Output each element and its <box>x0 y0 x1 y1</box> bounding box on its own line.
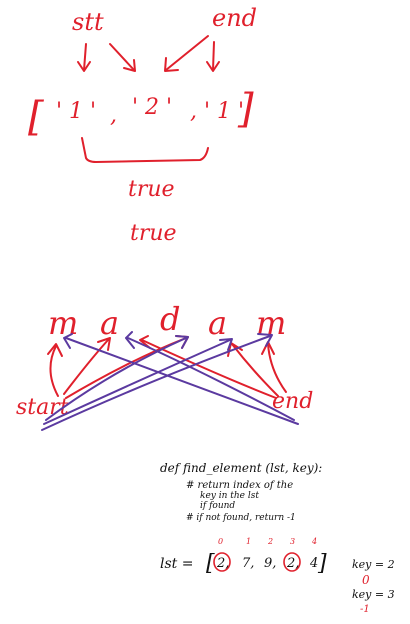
purple-arrows <box>41 331 299 431</box>
letter-a-1: a <box>100 304 119 342</box>
code-line-3: key in the lst <box>200 491 259 501</box>
code-line-4: if found <box>200 501 235 511</box>
circle-index-3 <box>283 552 301 572</box>
arrow-start-down <box>77 43 91 72</box>
list-item-3: ' 1 ' <box>204 99 244 124</box>
code-line-5: # if not found, return -1 <box>186 513 296 523</box>
arrow-start-diag <box>109 43 136 72</box>
circle-index-0 <box>213 552 231 572</box>
top-section: stt end [ ' 1 ' , ' 2 ' , ' 1 ' ] true t <box>28 4 257 246</box>
start-label-top: stt <box>72 8 104 36</box>
middle-section: m a d a m start end <box>16 300 313 431</box>
code-section: def find_element (lst, key): # return in… <box>160 461 395 615</box>
list-label: lst = <box>160 556 193 572</box>
index-2: 2 <box>267 537 273 546</box>
list-value-3: 2, <box>286 556 299 571</box>
result-true-1: true <box>128 177 175 202</box>
code-line-1: def find_element (lst, key): <box>160 461 322 475</box>
list-item-1: ' 1 ' <box>56 99 96 124</box>
list-open-bracket: [ <box>206 551 215 576</box>
list-value-2: 9, <box>264 556 276 571</box>
open-bracket-top: [ <box>28 94 44 140</box>
key-1-label: key = 2 <box>352 558 395 571</box>
end-label-top: end <box>212 4 257 32</box>
list-comma-2: , <box>190 99 197 124</box>
index-0: 0 <box>218 537 223 546</box>
letter-d: d <box>160 300 180 338</box>
result-true-2: true <box>130 221 177 246</box>
list-close-bracket: ] <box>317 551 327 576</box>
list-item-2: ' 2 ' <box>132 95 172 120</box>
index-1: 1 <box>246 537 251 546</box>
list-value-1: 7, <box>242 556 254 571</box>
index-4: 4 <box>311 537 317 546</box>
list-comma-1: , <box>110 103 117 128</box>
end-label-middle: end <box>272 389 313 414</box>
arrow-end-down <box>206 41 220 72</box>
close-bracket-top: ] <box>237 86 254 132</box>
index-3: 3 <box>290 537 295 546</box>
letter-m-1: m <box>48 304 78 342</box>
key-2-result: -1 <box>360 604 370 615</box>
code-line-2: # return index of the <box>186 480 293 491</box>
arrow-end-diag <box>164 35 209 72</box>
red-arrows-from-end <box>139 335 287 399</box>
list-value-0: 2, <box>216 556 229 571</box>
key-1-result: 0 <box>362 573 370 587</box>
key-2-label: key = 3 <box>352 588 395 601</box>
list-value-4: 4 <box>309 556 318 571</box>
letter-a-2: a <box>208 304 227 342</box>
brace-top <box>81 137 209 163</box>
